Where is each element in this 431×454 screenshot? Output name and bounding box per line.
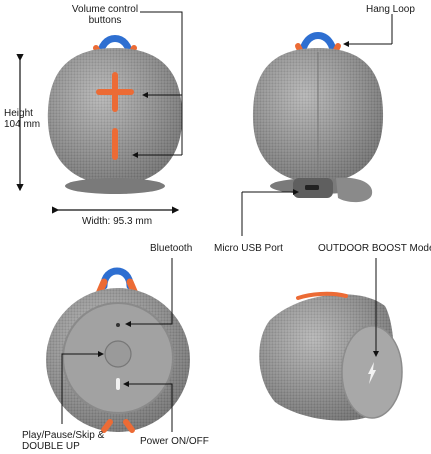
bluetooth-label: Bluetooth: [150, 243, 193, 254]
volume-buttons-label-line2: buttons: [88, 15, 122, 26]
speaker-front-view: [47, 35, 183, 194]
height-label-line1: Height: [4, 108, 33, 119]
bluetooth-icon: [116, 323, 120, 327]
power-label: Power ON/OFF: [140, 436, 209, 447]
play-pause-callout-line: [61, 351, 104, 424]
width-label: Width: 95.3 mm: [82, 216, 153, 227]
volume-buttons-label: Volume control buttons: [70, 4, 140, 26]
play-pause-label-line1: Play/Pause/Skip &: [22, 430, 105, 441]
height-label-line2: 104 mm: [4, 119, 41, 130]
power-callout-line: [123, 381, 173, 432]
outdoor-boost-icon: [368, 362, 376, 384]
volume-callout-line: [140, 11, 183, 98]
speaker-top-view: [46, 267, 190, 433]
speaker-back-view: [252, 32, 384, 203]
volume-up-button: [96, 72, 134, 112]
volume-down-button: [112, 128, 118, 160]
micro-usb-label: Micro USB Port: [214, 243, 283, 254]
play-pause-button: [104, 340, 132, 368]
bluetooth-callout-line: [125, 258, 173, 327]
play-pause-label-line2: DOUBLE UP: [22, 441, 80, 452]
power-icon: [116, 378, 120, 390]
speaker-base-front: [65, 178, 165, 194]
hang-loop-label: Hang Loop: [366, 4, 415, 15]
volume-buttons-label-line1: Volume control: [71, 4, 139, 15]
height-label: Height 104 mm: [4, 108, 40, 130]
outdoor-boost-label: OUTDOOR BOOST Mode: [318, 243, 431, 254]
usb-flap: [336, 177, 373, 203]
micro-usb-icon: [305, 185, 319, 190]
hang-loop-top: [100, 267, 134, 290]
play-pause-label: Play/Pause/Skip & DOUBLE UP: [22, 430, 104, 452]
speaker-tilted-view: [259, 291, 403, 421]
